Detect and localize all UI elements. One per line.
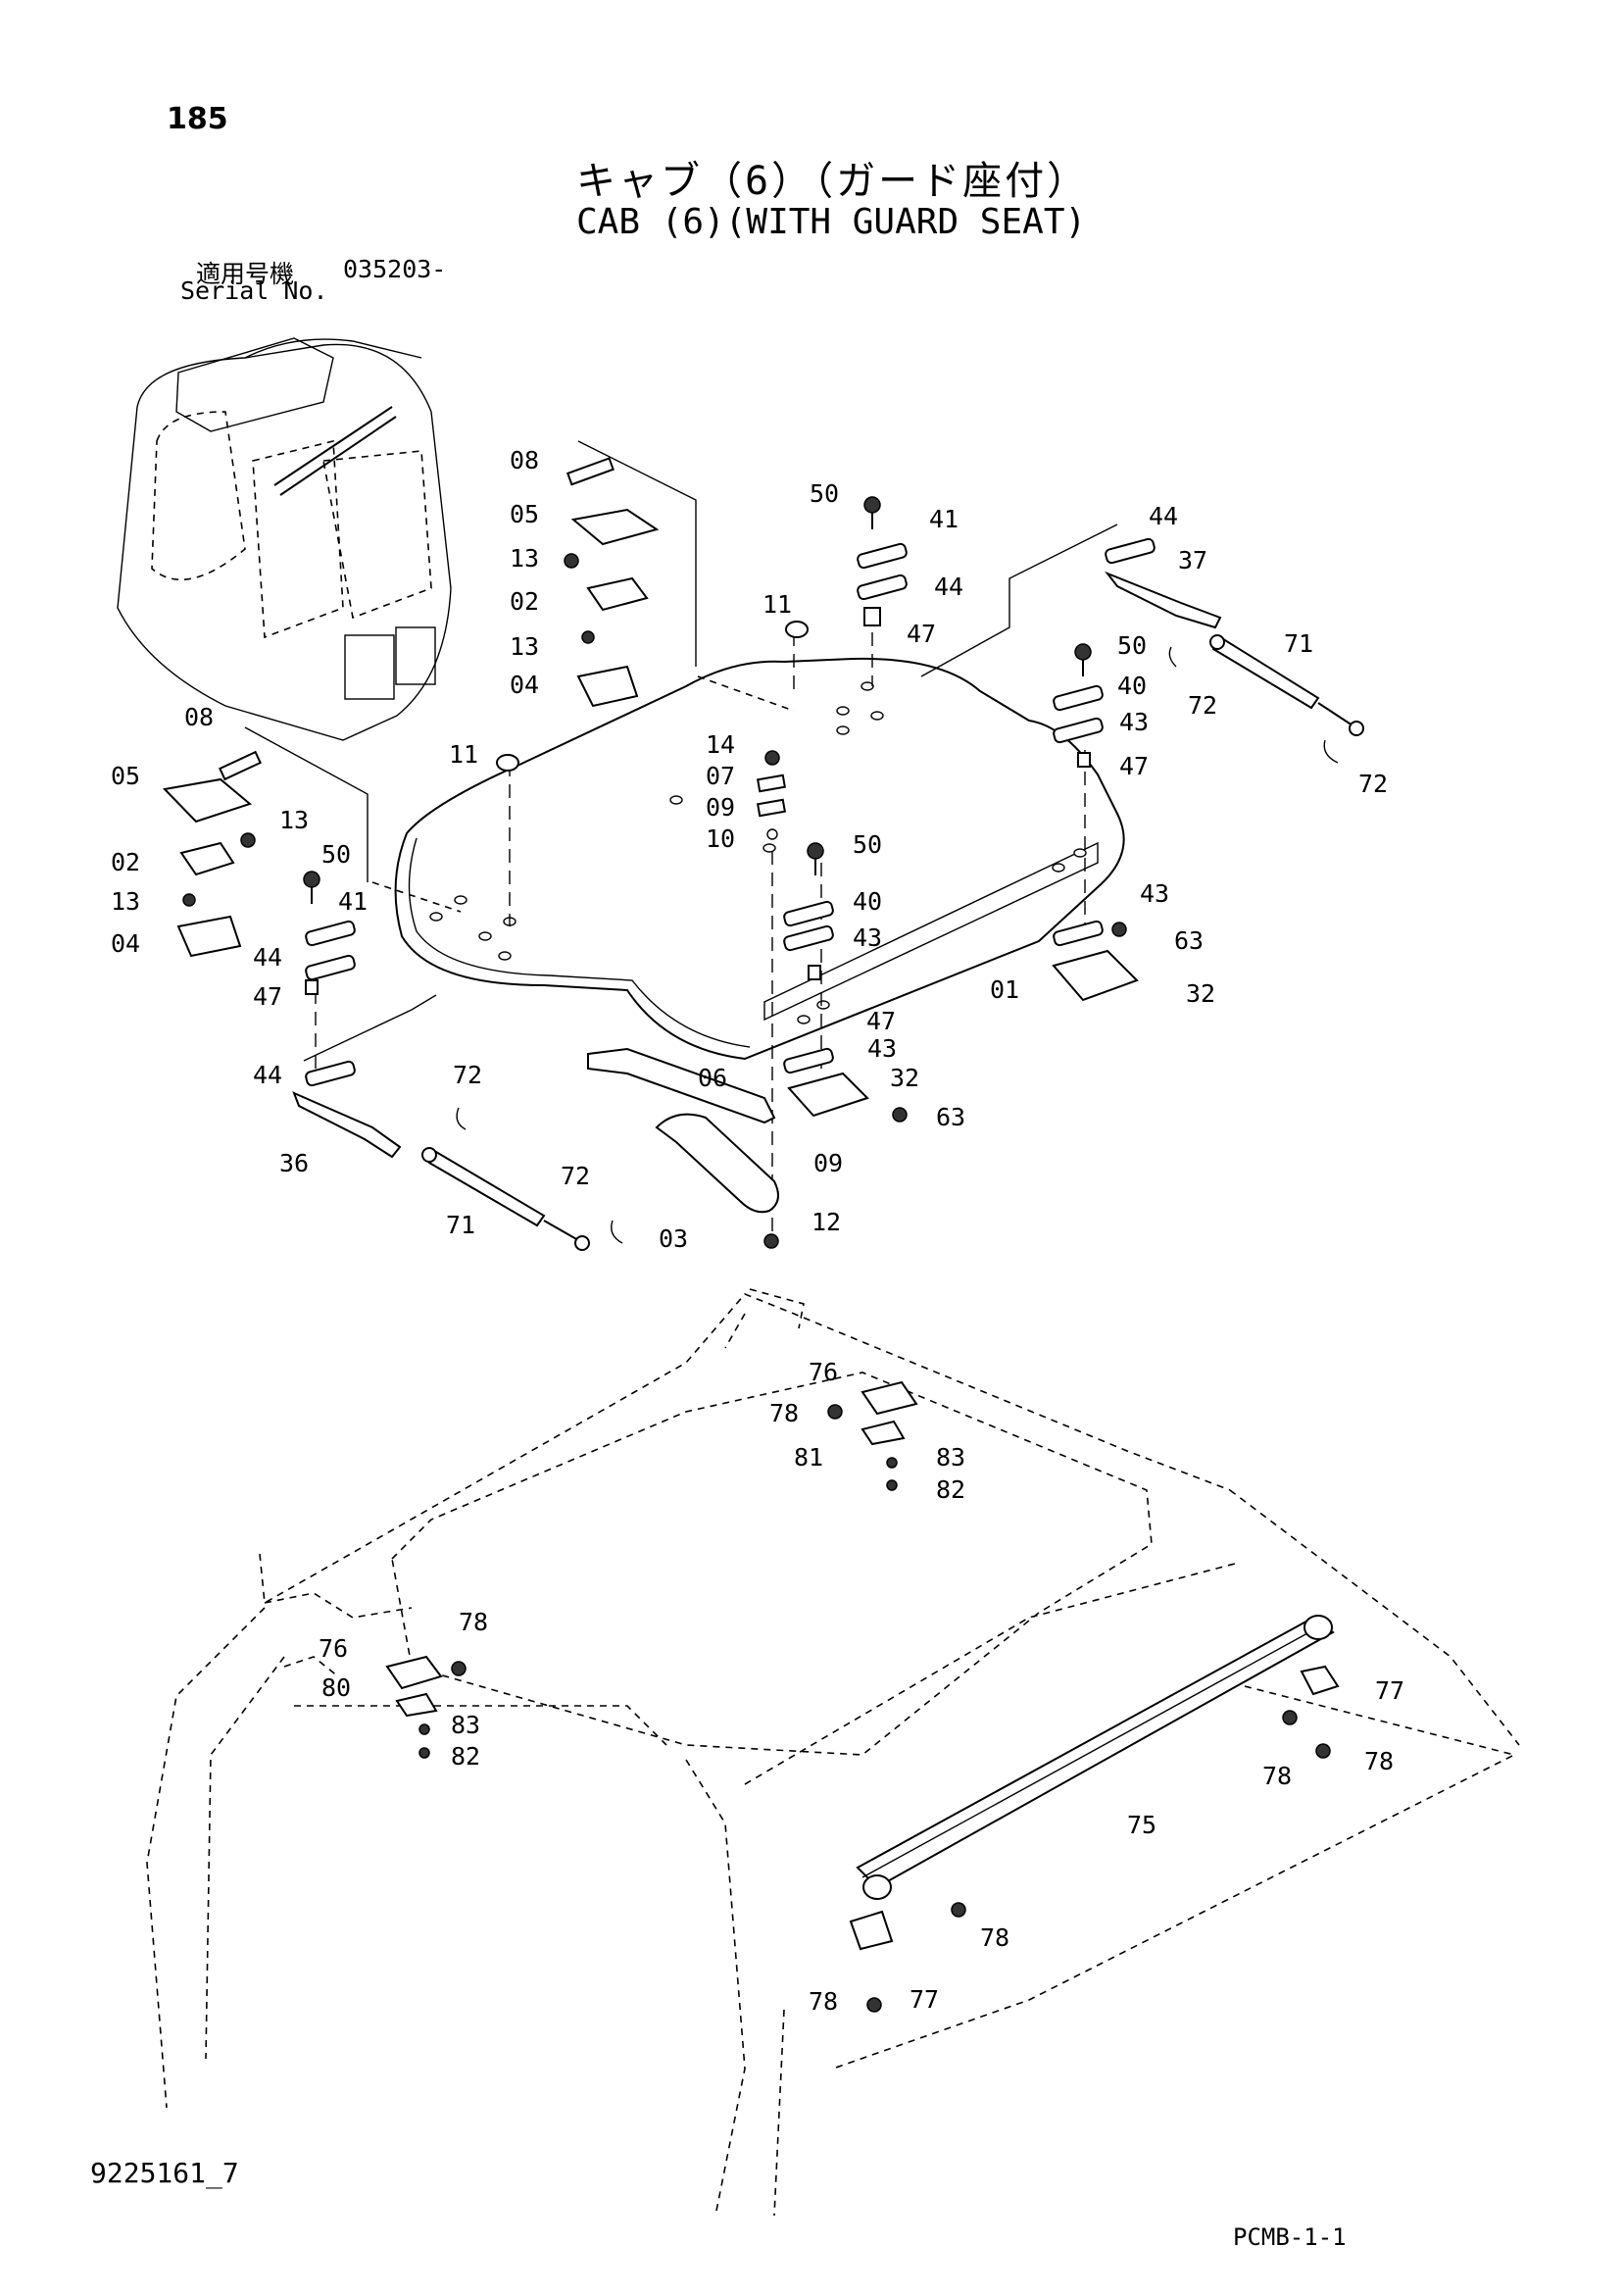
callout-06: 06 (698, 1064, 727, 1092)
callout-08: 08 (510, 446, 539, 474)
callout-82: 82 (936, 1475, 965, 1504)
callout-44: 44 (253, 943, 282, 972)
callout-78: 78 (809, 1987, 838, 2016)
callout-78: 78 (769, 1399, 799, 1427)
page-title-japanese: キャブ（6）（ガード座付） (576, 159, 1090, 204)
callout-02: 02 (111, 848, 140, 876)
callout-40: 40 (853, 887, 882, 916)
cab-overview-illustration (117, 337, 452, 741)
callout-04: 04 (111, 929, 140, 958)
callout-72: 72 (453, 1061, 482, 1089)
callout-75: 75 (1127, 1811, 1156, 1839)
callout-71: 71 (1284, 629, 1313, 658)
callout-50: 50 (853, 830, 882, 859)
callout-32: 32 (890, 1064, 919, 1092)
page-title-english: CAB (6)(WITH GUARD SEAT) (576, 202, 1087, 242)
callout-82: 82 (451, 1742, 480, 1771)
callout-63: 63 (936, 1103, 965, 1131)
callout-13: 13 (510, 544, 539, 573)
callout-13: 13 (279, 806, 309, 834)
callout-02: 02 (510, 587, 539, 616)
callout-47: 47 (866, 1007, 896, 1035)
callout-83: 83 (936, 1443, 965, 1472)
document-code: 9225161_7 (90, 2157, 239, 2189)
callout-03: 03 (659, 1224, 688, 1253)
callout-41: 41 (338, 887, 368, 916)
callout-78: 78 (980, 1923, 1009, 1952)
serial-label-english: Serial No. (180, 276, 328, 305)
callout-labels: 08 05 13 02 13 04 50 41 44 47 11 44 37 7… (111, 446, 1404, 2016)
callout-41: 41 (929, 505, 959, 533)
callout-47: 47 (907, 620, 936, 648)
serial-label-japanese: 適用号機 (196, 260, 295, 288)
callout-40: 40 (1117, 672, 1147, 700)
callout-78: 78 (459, 1608, 488, 1636)
leader-lines (244, 440, 1118, 1235)
callout-78: 78 (1262, 1762, 1292, 1790)
callout-72: 72 (1358, 770, 1388, 798)
callout-11: 11 (449, 740, 478, 769)
callout-05: 05 (510, 500, 539, 528)
callout-50: 50 (810, 479, 839, 508)
callout-43: 43 (867, 1034, 897, 1063)
callout-08: 08 (184, 703, 214, 731)
callout-83: 83 (451, 1711, 480, 1739)
serial-number-value: 035203- (343, 255, 447, 283)
callout-05: 05 (111, 762, 140, 790)
callout-43: 43 (853, 923, 882, 952)
callout-63: 63 (1174, 926, 1204, 955)
callout-01: 01 (990, 975, 1019, 1004)
section-code: PCMB-1-1 (1233, 2223, 1347, 2251)
callout-43: 43 (1140, 879, 1169, 908)
callout-10: 10 (706, 824, 735, 853)
callout-09: 09 (706, 793, 735, 822)
callout-32: 32 (1186, 979, 1215, 1008)
callout-04: 04 (510, 671, 539, 699)
callout-44: 44 (934, 573, 963, 601)
callout-13: 13 (510, 632, 539, 661)
callout-72: 72 (1188, 691, 1217, 720)
callout-07: 07 (706, 762, 735, 790)
callout-12: 12 (812, 1208, 841, 1236)
callout-11: 11 (762, 590, 792, 619)
callout-14: 14 (706, 730, 735, 759)
callout-77: 77 (910, 1985, 939, 2014)
callout-13: 13 (111, 887, 140, 916)
hardware-parts (162, 457, 1364, 1251)
callout-76: 76 (319, 1634, 348, 1663)
callout-37: 37 (1178, 546, 1207, 574)
page-number: 185 (167, 102, 228, 136)
callout-44: 44 (1149, 502, 1178, 530)
callout-81: 81 (794, 1443, 823, 1472)
callout-36: 36 (279, 1149, 309, 1177)
callout-50: 50 (321, 840, 351, 869)
callout-77: 77 (1375, 1676, 1404, 1705)
callout-50: 50 (1117, 631, 1147, 660)
callout-43: 43 (1119, 708, 1149, 736)
callout-76: 76 (809, 1358, 838, 1386)
callout-80: 80 (321, 1673, 351, 1702)
guard-seat-plate (394, 657, 1125, 1061)
callout-72: 72 (561, 1162, 590, 1190)
cab-roof-illustration (146, 1288, 1520, 2217)
callout-47: 47 (1119, 752, 1149, 780)
callout-09: 09 (813, 1149, 843, 1177)
callout-44: 44 (253, 1061, 282, 1089)
callout-47: 47 (253, 982, 282, 1011)
callout-71: 71 (446, 1211, 475, 1239)
callout-78: 78 (1364, 1747, 1394, 1775)
